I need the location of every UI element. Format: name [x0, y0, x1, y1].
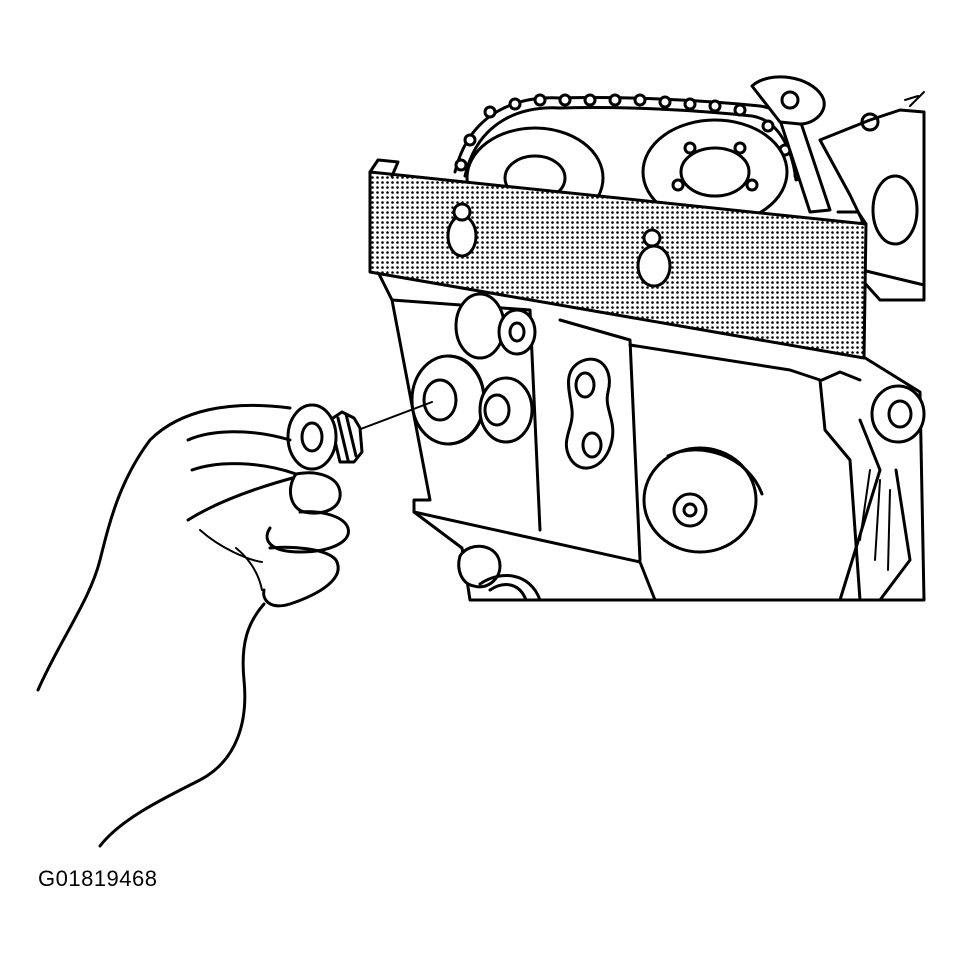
plug-bore — [410, 354, 486, 446]
cover-boss-middle — [478, 376, 534, 444]
cover-bracket-link — [564, 357, 615, 470]
cover-boss-right — [870, 384, 926, 444]
crank-area-lower — [457, 544, 542, 602]
cylinder-head-right — [818, 91, 926, 302]
cover-port-upper — [454, 292, 537, 360]
tool-keyhole-slot-right — [636, 228, 672, 288]
camshaft-sprocket-right — [641, 118, 789, 226]
hand — [36, 403, 350, 848]
camshaft-holding-tool — [368, 158, 868, 360]
figure-id-label: G01819468 — [38, 866, 158, 891]
idler-pulley — [642, 446, 764, 554]
access-plug — [286, 403, 364, 471]
alignment-line — [357, 401, 433, 431]
chain-guide-right — [750, 75, 832, 214]
tool-keyhole-slot-left — [446, 202, 478, 258]
